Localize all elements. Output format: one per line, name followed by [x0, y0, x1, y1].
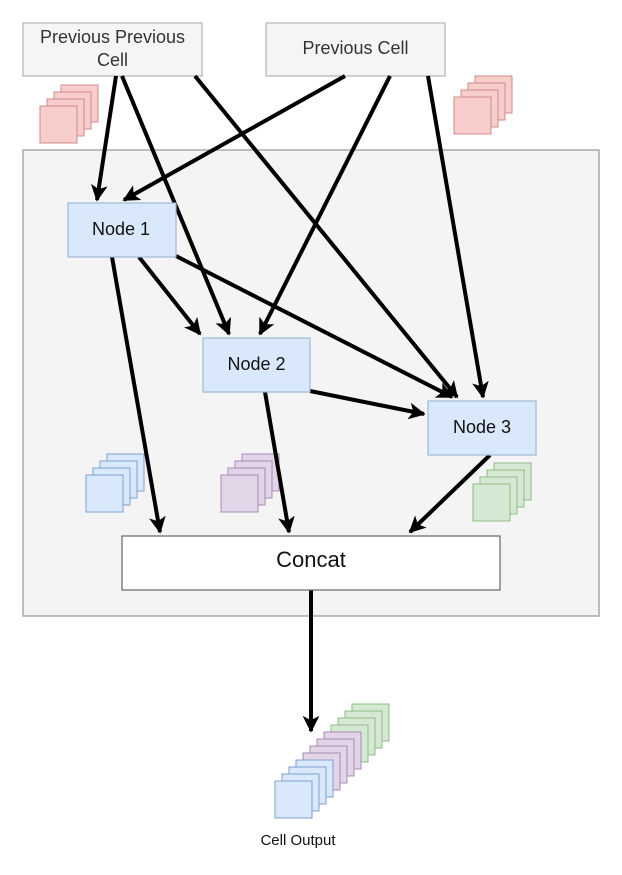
- edge-node1-to-concat: [110, 256, 166, 534]
- input-box: [265, 22, 446, 77]
- edge-prev_prev-to-node1: [90, 75, 118, 202]
- cell-output-label: Cell Output: [260, 832, 336, 849]
- feature-map-blue: [274, 780, 313, 819]
- input-previous-previous-cell[interactable]: Previous Previous Cell: [22, 22, 203, 77]
- input-label-line-2: Cell: [97, 50, 128, 70]
- node-box: [202, 337, 311, 393]
- concat-box: [121, 535, 501, 591]
- node-box: [67, 202, 177, 258]
- fm-node1-stack: [85, 453, 145, 513]
- edge-node1-to-node2: [137, 255, 202, 336]
- feature-map-purple: [220, 474, 259, 513]
- node-box: [427, 400, 537, 456]
- edge-node1-to-node3: [175, 254, 454, 399]
- node-label: Node 2: [227, 354, 285, 374]
- feature-map-red: [39, 105, 78, 144]
- edge-prev-to-node3: [426, 75, 489, 399]
- fm-node3-stack: [472, 462, 532, 522]
- fm-node2-stack: [220, 453, 280, 513]
- edge-node2-to-concat: [263, 391, 295, 534]
- input-label: Previous Cell: [302, 38, 408, 58]
- concat-label: Concat: [276, 547, 346, 572]
- node-1[interactable]: Node 1: [67, 202, 177, 258]
- node-label: Node 3: [453, 417, 511, 437]
- concat-block[interactable]: Concat: [121, 535, 501, 591]
- edge-prev-to-node2: [258, 75, 392, 336]
- feature-map-red: [453, 96, 492, 135]
- edge-node3-to-concat: [408, 453, 492, 534]
- edge-node2-to-node3: [309, 389, 426, 420]
- node-label: Node 1: [92, 219, 150, 239]
- node-2[interactable]: Node 2: [202, 337, 311, 393]
- feature-map-blue: [85, 474, 124, 513]
- node-3[interactable]: Node 3: [427, 400, 537, 456]
- fm-prev-stack: [453, 75, 513, 135]
- edge-prev-to-node1: [122, 74, 346, 202]
- fm-output-stack: [274, 703, 390, 819]
- input-label-line-1: Previous Previous: [40, 27, 185, 47]
- input-box: [22, 22, 203, 77]
- feature-map-green: [472, 483, 511, 522]
- fm-prev-prev-stack: [39, 84, 99, 144]
- edge-prev_prev-to-node3: [193, 74, 459, 399]
- input-previous-cell[interactable]: Previous Cell: [265, 22, 446, 77]
